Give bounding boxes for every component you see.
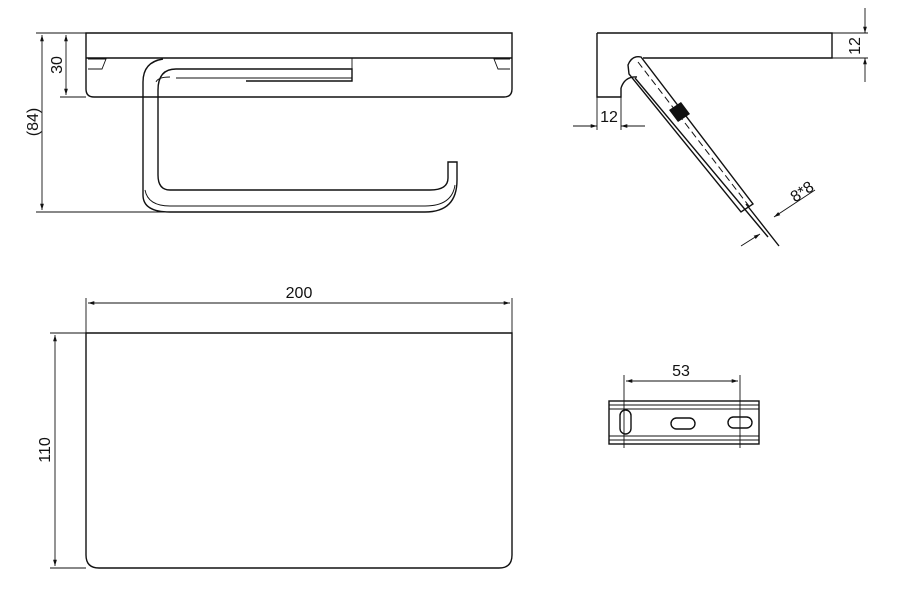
dim-total-height: (84) bbox=[25, 108, 42, 136]
dim-rod-section: 8*8 bbox=[788, 178, 818, 206]
wall-bracket: 53 bbox=[608, 363, 760, 448]
rod-joint-mark bbox=[669, 102, 690, 122]
top-view: 200 110 bbox=[37, 285, 513, 569]
shelf-outline bbox=[85, 32, 513, 98]
paper-hook bbox=[142, 58, 458, 213]
slot-vertical bbox=[619, 409, 632, 435]
dim-shelf-height: 30 bbox=[49, 56, 66, 74]
rod-profile bbox=[627, 55, 755, 213]
dim-depth: 110 bbox=[37, 437, 54, 463]
dim-width: 200 bbox=[286, 285, 313, 302]
shelf-top-outline bbox=[85, 332, 513, 569]
dim-wall-depth: 12 bbox=[600, 109, 618, 126]
shelf-profile bbox=[596, 32, 833, 98]
slot-center bbox=[670, 417, 696, 430]
dim-shelf-thickness: 12 bbox=[847, 37, 864, 55]
dim-hole-spacing: 53 bbox=[672, 363, 690, 380]
front-view: 30 (84) bbox=[25, 32, 513, 213]
side-view: 12 12 8*8 bbox=[573, 8, 868, 247]
